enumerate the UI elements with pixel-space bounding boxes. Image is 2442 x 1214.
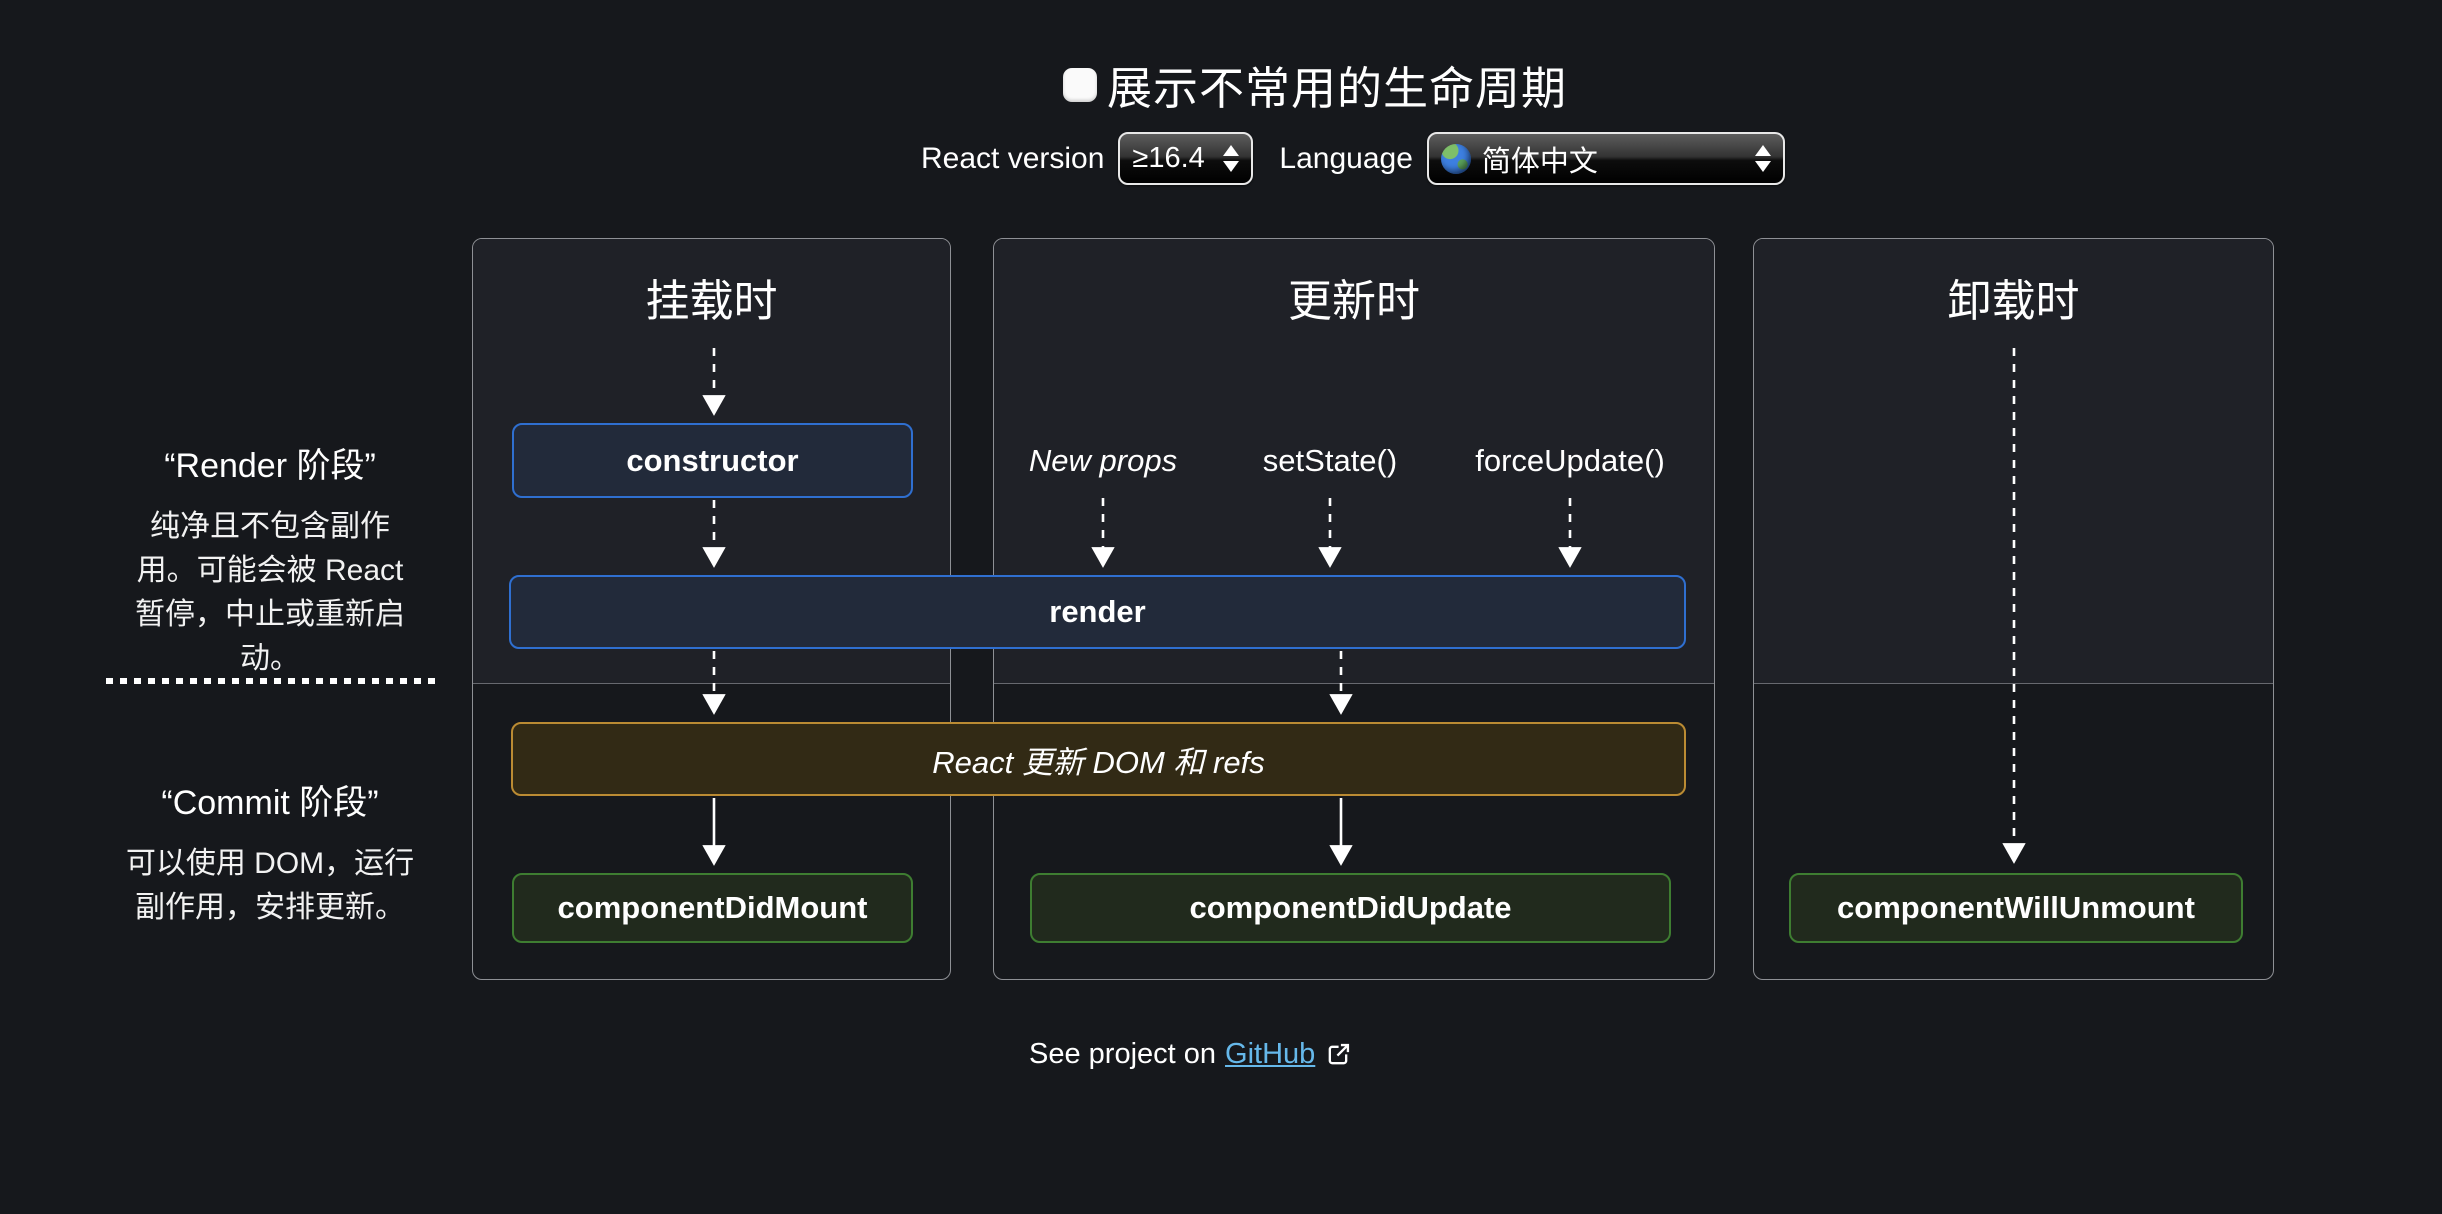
page-title: 展示不常用的生命周期: [1063, 52, 1567, 117]
trigger-force-update: forceUpdate(): [1475, 443, 1665, 478]
react-updates-dom-box: React 更新 DOM 和 refs: [511, 722, 1686, 796]
commit-phase-label: “Commit 阶段” 可以使用 DOM，运行 副作用，安排更新。: [98, 775, 442, 930]
render-phase-description: 纯净且不包含副作 用。可能会被 React 暂停，中止或重新启 动。: [135, 510, 405, 675]
component-will-unmount-box[interactable]: componentWillUnmount: [1789, 873, 2243, 943]
component-did-mount-box[interactable]: componentDidMount: [512, 873, 913, 943]
github-link[interactable]: GitHub: [1225, 1038, 1316, 1070]
trigger-set-state: setState(): [1262, 443, 1398, 478]
react-version-select[interactable]: ≥16.4: [1118, 132, 1254, 185]
trigger-new-props: New props: [1028, 443, 1178, 478]
constructor-box[interactable]: constructor: [512, 423, 913, 498]
show-less-common-checkbox[interactable]: [1063, 67, 1097, 102]
render-box[interactable]: render: [509, 575, 1686, 649]
page-title-label: 展示不常用的生命周期: [1107, 63, 1568, 114]
react-version-label: React version: [921, 141, 1105, 175]
commit-phase-title: “Commit 阶段”: [161, 784, 379, 822]
unmounting-title: 卸载时: [1947, 277, 2080, 326]
phase-divider: [106, 678, 438, 684]
language-select[interactable]: 简体中文: [1426, 132, 1785, 185]
unmounting-column: 卸载时: [1753, 238, 2274, 980]
stepper-arrows-icon: [1223, 145, 1240, 172]
footer: See project on GitHub: [1029, 1038, 1352, 1071]
render-phase-label: “Render 阶段” 纯净且不包含副作 用。可能会被 React 暂停，中止或…: [98, 438, 442, 681]
stepper-arrows-icon: [1754, 145, 1771, 172]
options-toolbar: React version ≥16.4 Language 简体中文: [921, 132, 1785, 185]
mounting-title: 挂载时: [645, 277, 778, 326]
render-phase-title: “Render 阶段”: [164, 447, 376, 485]
commit-phase-description: 可以使用 DOM，运行 副作用，安排更新。: [125, 847, 415, 924]
footer-text: See project on: [1029, 1038, 1217, 1070]
updating-title: 更新时: [1288, 277, 1420, 326]
react-version-value: ≥16.4: [1132, 142, 1205, 174]
language-label: Language: [1279, 141, 1413, 175]
external-link-icon: [1328, 1043, 1350, 1064]
component-did-update-box[interactable]: componentDidUpdate: [1030, 873, 1671, 943]
language-value: 简体中文: [1481, 145, 1598, 178]
globe-icon: [1440, 143, 1471, 174]
